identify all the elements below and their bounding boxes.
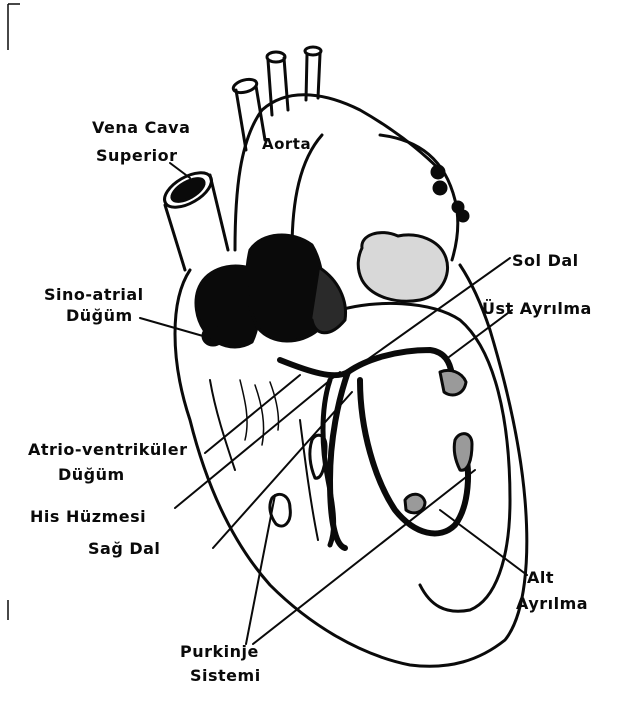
label-alt-line1: Alt — [527, 568, 554, 588]
label-vena-cava-line2: Superior — [96, 146, 177, 166]
label-sino-atrial-line1: Sino-atrial — [44, 285, 144, 305]
pointer-purkinje-1 — [246, 495, 275, 644]
papillary-1 — [440, 370, 466, 394]
label-sag-dal: Sağ Dal — [88, 539, 160, 559]
aorta-branch-1 — [236, 86, 265, 150]
pointer-alt-ayrilma — [440, 510, 527, 575]
conduction-bundle — [280, 350, 452, 375]
aorta-branch-2 — [268, 58, 288, 115]
label-vena-cava-line1: Vena Cava — [92, 118, 190, 138]
label-atrio-line2: Düğüm — [58, 465, 125, 485]
papillary-2 — [454, 434, 472, 471]
label-aorta: Aorta — [262, 134, 311, 154]
label-ust-ayrilma: Üst Ayrılma — [482, 299, 592, 319]
papillary-3 — [405, 494, 425, 513]
label-sino-atrial-line2: Düğüm — [66, 306, 133, 326]
label-atrio-line1: Atrio-ventriküler — [28, 440, 188, 460]
label-sol-dal: Sol Dal — [512, 251, 579, 271]
aorta-branch-3 — [306, 54, 320, 100]
label-purkinje-line1: Purkinje — [180, 642, 259, 662]
left-atrium — [358, 233, 447, 302]
label-his-huzmesi: His Hüzmesi — [30, 507, 146, 527]
pointer-atrio — [205, 375, 300, 453]
label-alt-line2: Ayrılma — [516, 594, 588, 614]
av-fibers — [240, 380, 279, 445]
aorta-arch — [235, 95, 440, 250]
label-purkinje-line2: Sistemi — [190, 666, 261, 686]
scan-corner-mark — [8, 4, 20, 50]
